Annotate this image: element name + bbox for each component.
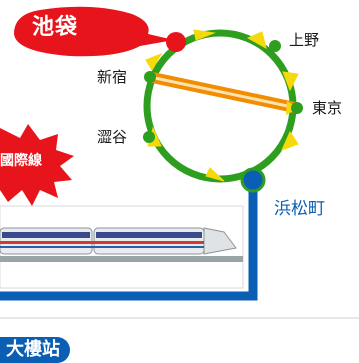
station-label-hamamatsucho: 浜松町	[274, 199, 325, 219]
bottom-station-badge: 大樓站	[0, 337, 70, 363]
monorail-line	[0, 180, 258, 301]
burst-international-label: 國際線	[0, 153, 42, 169]
ueno-dot	[269, 40, 281, 52]
callout-ikebukuro-label: 池袋	[32, 15, 79, 40]
station-label-shinjuku: 新宿	[97, 68, 128, 86]
station-label-shibuya: 澀谷	[97, 128, 128, 146]
shibuya-dot	[143, 131, 155, 143]
ikebukuro-dot	[166, 32, 186, 52]
tokyo-dot	[291, 102, 303, 114]
station-label-ueno: 上野	[289, 31, 320, 49]
burst-shape	[0, 124, 74, 206]
hamamatsucho-dot	[240, 167, 266, 193]
monorail-train-image	[0, 205, 244, 289]
shinjuku-dot	[144, 71, 156, 83]
chuo-line	[148, 71, 299, 115]
callout-shape	[14, 6, 174, 57]
station-label-tokyo: 東京	[312, 99, 343, 117]
